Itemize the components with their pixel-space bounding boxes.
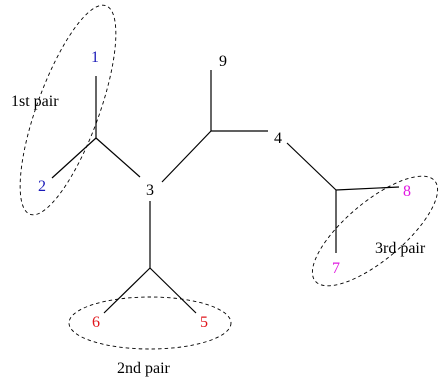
atom-label-8: 8 <box>403 183 411 200</box>
bond-branch-3 <box>95 137 141 178</box>
pair1-label: 1st pair <box>11 93 59 110</box>
atom-labels: 1 2 3 4 5 6 7 8 9 <box>38 49 411 331</box>
atom-label-6: 6 <box>92 314 100 331</box>
atom-label-4: 4 <box>274 130 282 147</box>
atom-label-3: 3 <box>146 182 154 199</box>
pair2-ellipse <box>68 296 232 350</box>
atom-label-9: 9 <box>219 53 227 70</box>
bond-branch-2 <box>51 137 97 179</box>
pair1-ellipse <box>19 4 117 216</box>
bonds <box>51 70 400 314</box>
bond-right-8 <box>335 186 400 191</box>
pair3-label: 3rd pair <box>375 240 426 257</box>
atom-label-5: 5 <box>200 314 208 331</box>
bond-bottom-6 <box>103 267 151 314</box>
pair2-label: 2nd pair <box>117 360 171 377</box>
bond-bottom-5 <box>149 267 197 314</box>
pair3-ellipse <box>311 175 439 287</box>
pair-labels: 1st pair 2nd pair 3rd pair <box>11 93 426 377</box>
pair-ellipses <box>19 4 439 350</box>
atom-label-1: 1 <box>91 49 99 66</box>
atom-label-2: 2 <box>38 178 46 195</box>
bond-4-right <box>286 142 337 191</box>
bond-3-top <box>161 130 212 183</box>
atom-label-7: 7 <box>332 260 340 277</box>
